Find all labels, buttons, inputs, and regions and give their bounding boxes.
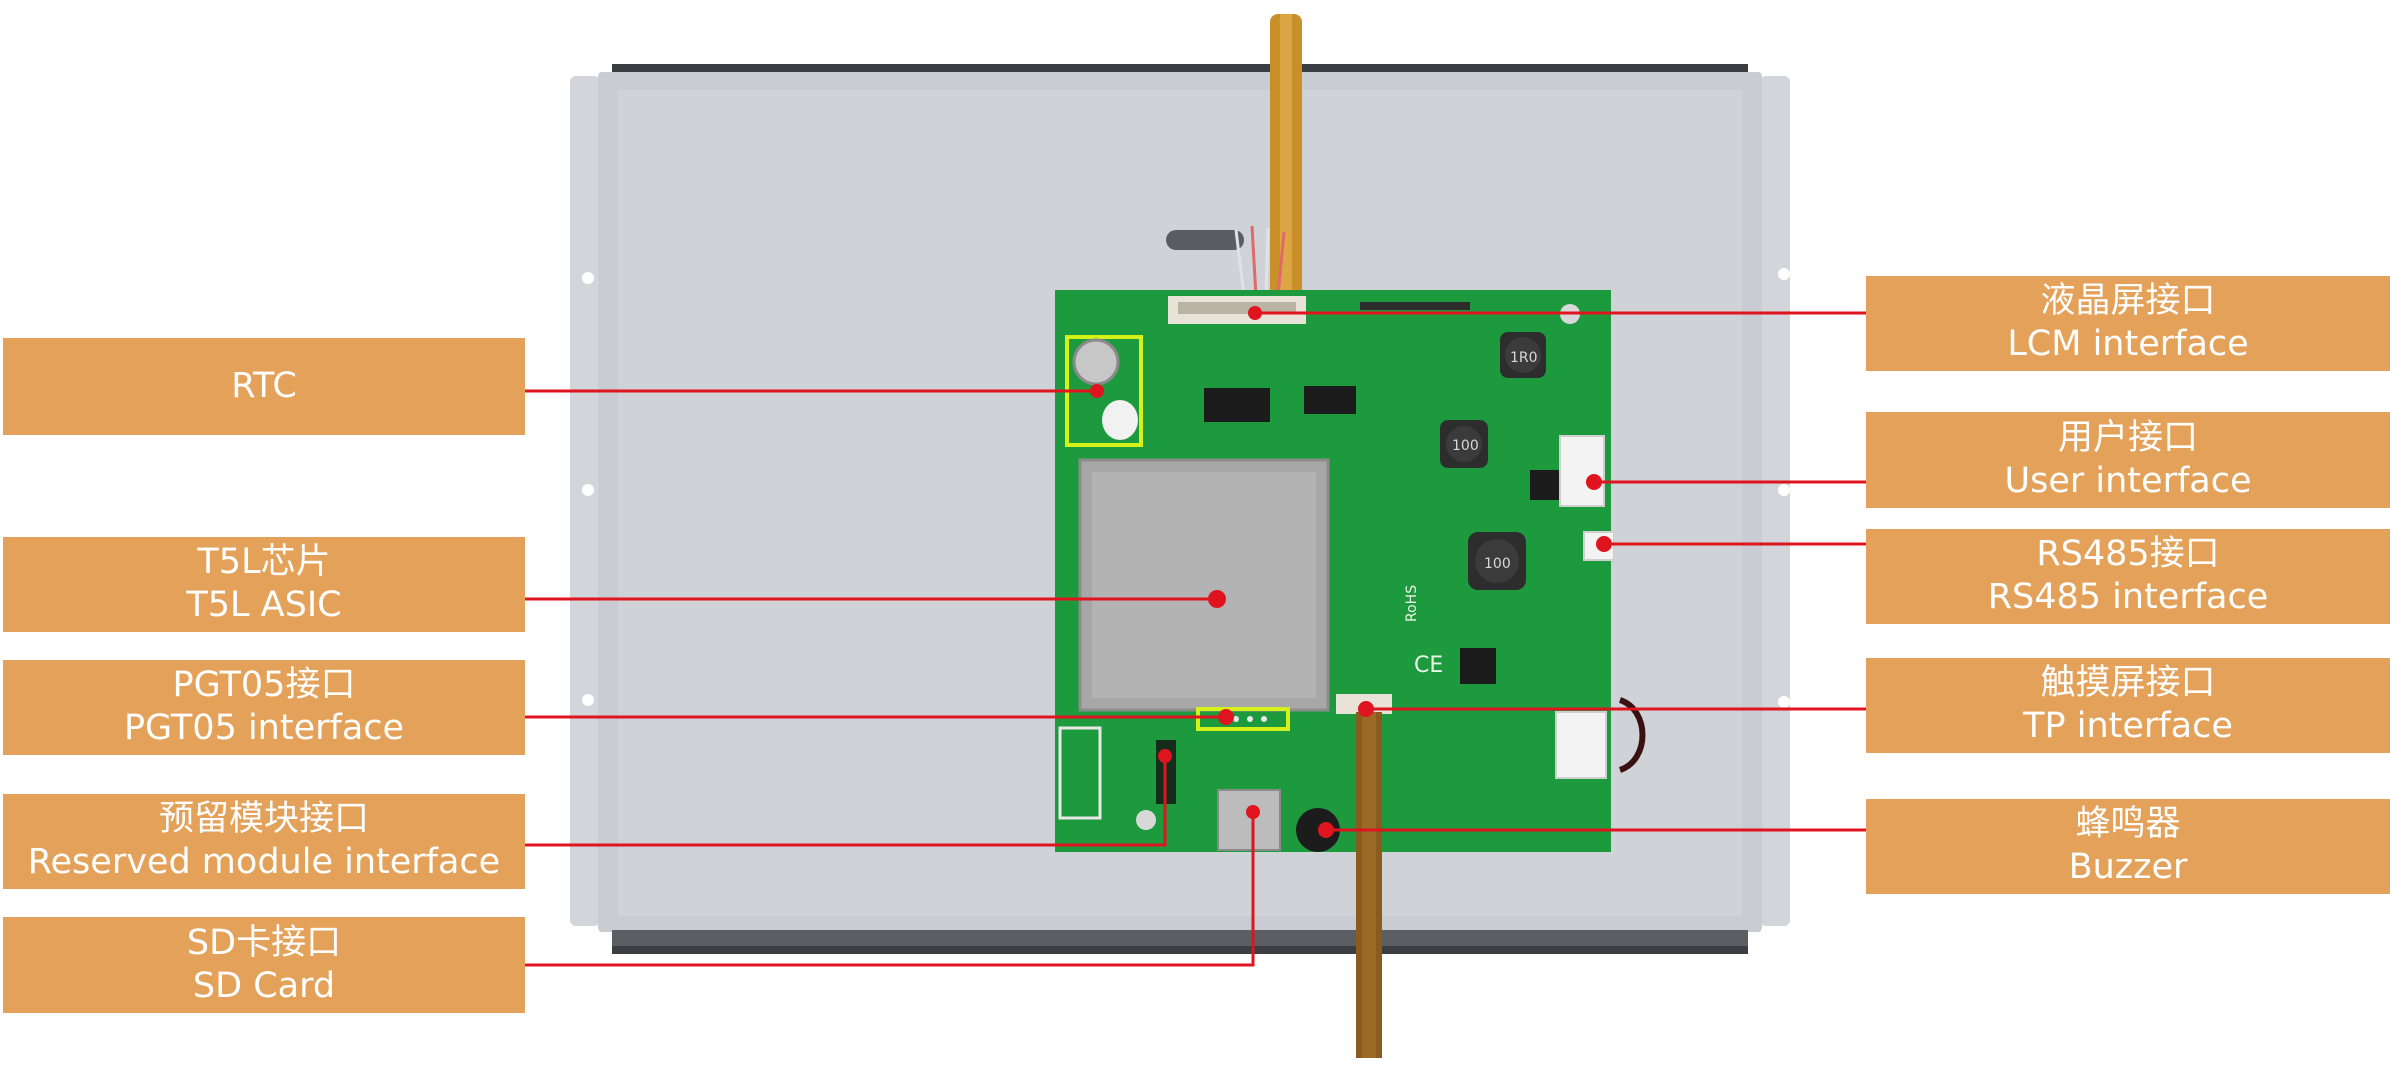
- label-t5l-asic-cn: T5L芯片: [197, 542, 331, 582]
- ic-chip: [1304, 386, 1356, 414]
- callout-dot-lcm: [1248, 306, 1262, 320]
- lcd-fpc-ribbon: [1234, 14, 1302, 297]
- inductor-marking: 100: [1484, 556, 1511, 572]
- mounting-hole: [582, 694, 594, 706]
- label-lcm-cn: 液晶屏接口: [2040, 281, 2216, 321]
- label-sd-en: SD Card: [192, 966, 336, 1006]
- label-box-sd: [3, 917, 525, 1013]
- label-box-rtc: [3, 338, 525, 435]
- label-pgt05-interface: PGT05接口 PGT05 interface: [3, 660, 525, 754]
- label-rs485-interface: RS485接口 RS485 interface: [1866, 529, 2390, 623]
- inductor-core: [1475, 539, 1519, 583]
- mounting-hole: [1778, 268, 1790, 280]
- callout-lines: [524, 311, 1866, 967]
- rohs-mark: RoHS: [1404, 585, 1420, 622]
- tp-fpc-ribbon: [1356, 712, 1382, 1058]
- label-box-pgt05: [3, 660, 525, 755]
- cable-slot: [1166, 230, 1244, 250]
- header-pins: [1360, 302, 1470, 310]
- label-rs485-cn: RS485接口: [2036, 534, 2220, 574]
- callout-dots: [1090, 306, 1612, 838]
- callout-dot-tp: [1358, 701, 1374, 717]
- callout-dot-pgt05: [1218, 709, 1234, 725]
- mounting-flange-left: [570, 76, 600, 926]
- callout-line-reserved: [524, 756, 1167, 847]
- label-box-tp: [1866, 658, 2390, 753]
- pgt05-highlight-box: [1196, 707, 1290, 731]
- label-buzzer-en: Buzzer: [2068, 847, 2188, 887]
- label-boxes: [3, 276, 2390, 1013]
- label-box-reserved: [3, 794, 525, 889]
- ic-chip: [1460, 648, 1496, 684]
- ic-chip: [1530, 470, 1560, 500]
- label-sd-card: SD卡接口 SD Card: [3, 917, 525, 1013]
- label-box-user: [1866, 412, 2390, 508]
- rtc-battery: [1072, 338, 1120, 386]
- label-buzzer: 蜂鸣器 Buzzer: [1866, 799, 2390, 893]
- sd-card-slot: [1217, 789, 1281, 851]
- label-reserved-cn: 预留模块接口: [158, 799, 369, 839]
- antenna-area: [1058, 726, 1102, 820]
- label-tp-cn: 触摸屏接口: [2040, 663, 2216, 703]
- callout-dot-t5l: [1208, 590, 1226, 608]
- inductor-marking: 1R0: [1510, 350, 1538, 366]
- callout-dot-rtc: [1090, 384, 1104, 398]
- inductor-marking: 100: [1452, 438, 1479, 454]
- callout-dot-rs485: [1596, 536, 1612, 552]
- label-reserved-module-interface: 预留模块接口 Reserved module interface: [3, 794, 525, 888]
- label-lcm-en: LCM interface: [2007, 324, 2249, 364]
- mounting-hole: [1778, 696, 1790, 708]
- label-user-cn: 用户接口: [2057, 418, 2198, 458]
- ce-mark: CE: [1414, 653, 1443, 678]
- pgt05-pin: [1233, 716, 1239, 722]
- lcm-connector-pins: [1178, 302, 1296, 314]
- screw: [1136, 810, 1156, 830]
- mounting-hole: [582, 484, 594, 496]
- label-pgt05-en: PGT05 interface: [123, 708, 405, 748]
- label-reserved-en: Reserved module interface: [27, 842, 501, 882]
- t5l-asic-shield-face: [1092, 472, 1316, 698]
- rtc-holder: [1102, 400, 1138, 440]
- label-box-t5l: [3, 537, 525, 632]
- callout-dot-sd: [1246, 805, 1260, 819]
- inductor-core: [1505, 337, 1541, 373]
- label-rs485-en: RS485 interface: [1987, 577, 2269, 617]
- label-rtc-en: RTC: [231, 366, 297, 406]
- label-lcm-interface: 液晶屏接口 LCM interface: [1866, 276, 2390, 370]
- panel-bottom-edge: [612, 930, 1748, 946]
- user-interface-connector: [1559, 435, 1605, 507]
- label-box-rs485: [1866, 529, 2390, 624]
- callout-dot-reserved: [1158, 749, 1172, 763]
- label-user-en: User interface: [2004, 461, 2252, 501]
- callout-line-sd: [524, 812, 1255, 967]
- mounting-hole: [1778, 484, 1790, 496]
- label-tp-en: TP interface: [2023, 706, 2233, 746]
- tp-side-connector: [1555, 711, 1607, 779]
- label-box-buzzer: [1866, 799, 2390, 894]
- callout-dot-buzzer: [1318, 822, 1334, 838]
- mounting-flange-right: [1760, 76, 1790, 926]
- mounting-hole: [582, 272, 594, 284]
- label-t5l-asic-en: T5L ASIC: [186, 585, 342, 625]
- label-rtc: RTC: [3, 338, 525, 435]
- ic-chip: [1204, 388, 1270, 422]
- label-t5l-asic: T5L芯片 T5L ASIC: [3, 537, 525, 631]
- label-buzzer-cn: 蜂鸣器: [2075, 804, 2181, 844]
- label-box-lcm: [1866, 276, 2390, 371]
- pgt05-pin: [1261, 716, 1267, 722]
- tp-wire: [1618, 697, 1646, 773]
- label-user-interface: 用户接口 User interface: [1866, 412, 2390, 508]
- pcb-board: CE RoHS 1R0 100 100: [1055, 290, 1646, 852]
- label-sd-cn: SD卡接口: [186, 923, 342, 963]
- label-pgt05-cn: PGT05接口: [172, 665, 356, 705]
- callout-dot-user: [1586, 474, 1602, 490]
- pgt05-pin: [1247, 716, 1253, 722]
- label-tp-interface: 触摸屏接口 TP interface: [1866, 658, 2390, 752]
- inductor-core: [1446, 426, 1482, 462]
